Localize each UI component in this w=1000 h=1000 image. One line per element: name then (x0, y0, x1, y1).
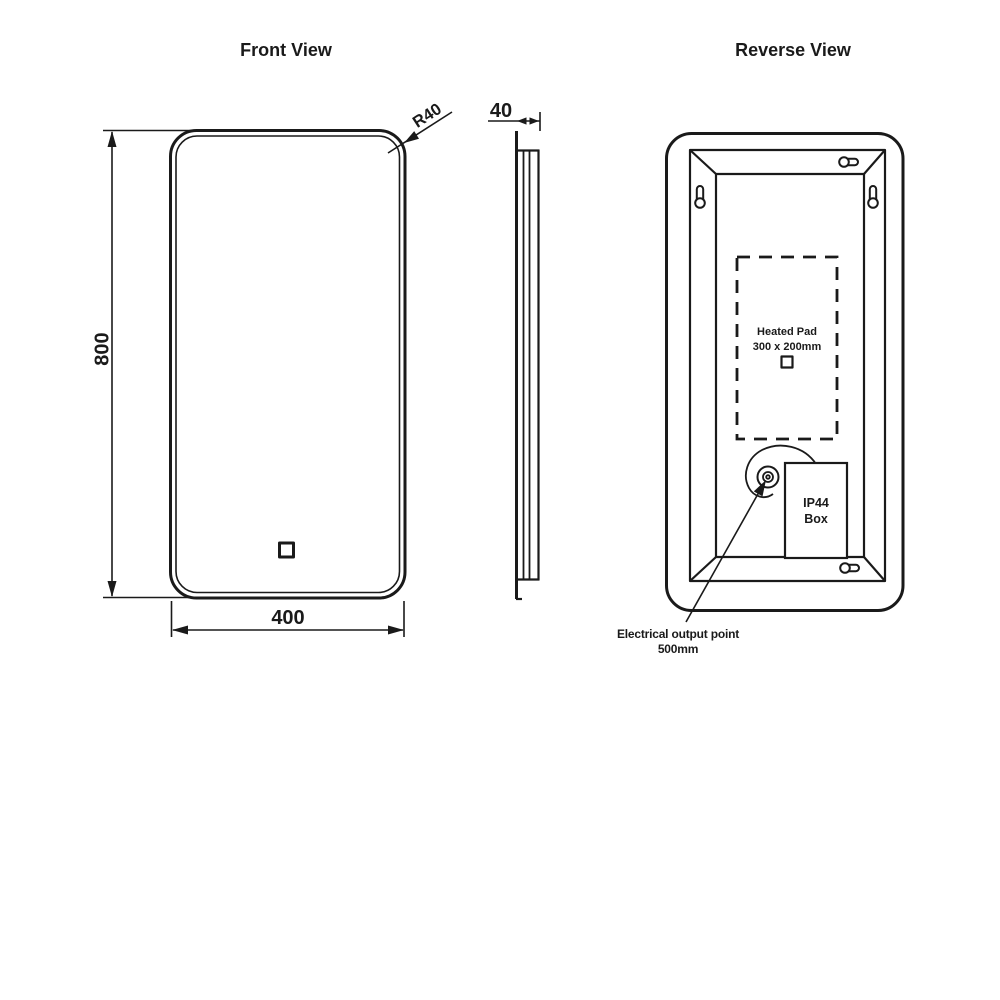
dim-arrow-up (107, 131, 117, 147)
radius-arrow (404, 131, 419, 143)
mirror-back-outline (665, 132, 905, 612)
dim-arrow-down (107, 581, 117, 597)
keyhole-hanger-bottom (839, 562, 860, 574)
front-view: 800 400 R40 (91, 100, 453, 637)
touch-sensor-icon (278, 541, 295, 559)
corner-radius-label: R40 (410, 100, 445, 132)
corner-radius-callout: R40 (387, 100, 453, 154)
keyhole-hanger-right (867, 185, 879, 209)
output-callout-line2: 500mm (658, 642, 698, 656)
side-view: 40 (488, 100, 541, 601)
dim-arrow-left (172, 625, 188, 635)
keyhole-hanger-top (838, 156, 859, 168)
heated-pad-size: 300 x 200mm (753, 341, 822, 353)
mitre-top-right (863, 149, 886, 175)
junction-box-outline (783, 461, 849, 560)
width-dim-label: 400 (271, 607, 304, 629)
backing-frame (688, 148, 887, 583)
height-dimension: 800 (91, 129, 195, 599)
heated-pad-title: Heated Pad (757, 326, 817, 338)
front-view-title: Front View (240, 40, 333, 60)
keyhole-hanger-left (694, 185, 706, 209)
depth-dim-label: 40 (490, 100, 512, 122)
reverse-view: Heated Pad 300 x 200mm IP44 Box Electric… (617, 132, 905, 656)
mitre-bottom-right (863, 556, 886, 582)
output-point-callout: Electrical output point 500mm (617, 480, 766, 656)
mitre-bottom-left (689, 556, 717, 582)
dim-arrow-right (388, 625, 404, 635)
junction-box-label-1: IP44 (803, 496, 829, 510)
dim-arrow-left (517, 117, 527, 125)
width-dimension: 400 (170, 601, 405, 637)
heated-pad-outline (735, 255, 839, 441)
mitre-top-left (689, 149, 717, 175)
mirror-outline (169, 129, 407, 600)
height-dim-label: 800 (91, 332, 113, 365)
mirror-inner-edge (175, 135, 401, 594)
output-point-arrow (753, 480, 766, 497)
junction-box-label-2: Box (804, 512, 828, 526)
heated-pad-sensor-icon (780, 355, 794, 369)
junction-box: IP44 Box (783, 461, 849, 560)
depth-dimension: 40 (488, 100, 541, 131)
output-callout-line1: Electrical output point (617, 627, 739, 641)
cable-coil-icon (745, 444, 817, 499)
dim-arrow-right (529, 117, 539, 125)
heated-pad-zone: Heated Pad 300 x 200mm (735, 255, 839, 441)
reverse-view-title: Reverse View (735, 40, 852, 60)
